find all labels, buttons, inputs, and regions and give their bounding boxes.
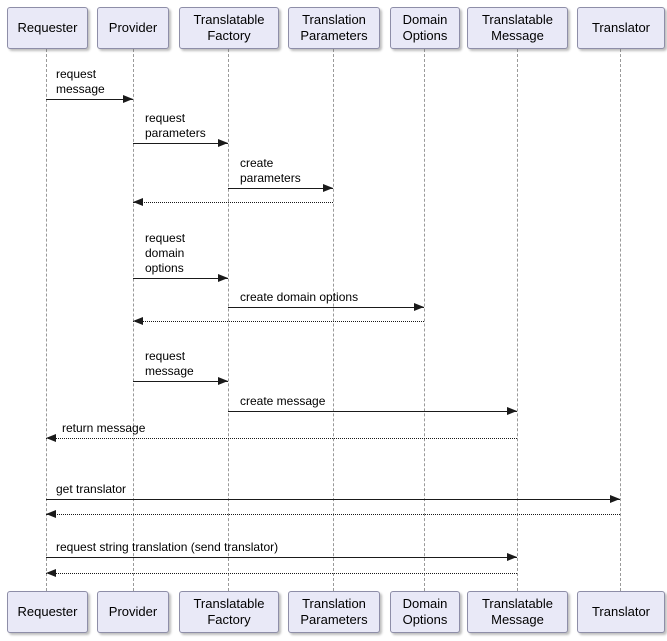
arrowhead-right-icon (507, 553, 517, 561)
message-line (46, 573, 517, 574)
message-label: request domain options (145, 231, 186, 275)
message-line (133, 381, 228, 382)
participant-bottom-domain-options: Domain Options (390, 591, 460, 633)
arrowhead-left-icon (133, 317, 143, 325)
arrowhead-left-icon (133, 198, 143, 206)
participant-label: Translatable Message (481, 12, 554, 43)
participant-label: Translatable Factory (193, 12, 265, 43)
participant-label: Translation Parameters (300, 12, 368, 43)
participant-bottom-translatable-factory: Translatable Factory (179, 591, 279, 633)
participant-top-translatable-message: Translatable Message (467, 7, 568, 49)
message-line (46, 99, 133, 100)
message-label: request message (145, 349, 194, 378)
arrowhead-right-icon (218, 274, 228, 282)
arrowhead-right-icon (610, 495, 620, 503)
participant-top-translation-parameters: Translation Parameters (288, 7, 380, 49)
participant-top-domain-options: Domain Options (390, 7, 460, 49)
participant-label: Translation Parameters (300, 596, 368, 627)
participant-top-translatable-factory: Translatable Factory (179, 7, 279, 49)
message-line (133, 143, 228, 144)
arrowhead-right-icon (507, 407, 517, 415)
participant-bottom-provider: Provider (97, 591, 169, 633)
lifeline-translation-parameters (333, 49, 334, 591)
arrowhead-right-icon (218, 139, 228, 147)
lifeline-translatable-factory (228, 49, 229, 591)
message-label: get translator (56, 482, 127, 496)
participant-top-requester: Requester (7, 7, 88, 49)
message-line (133, 278, 228, 279)
message-line (46, 499, 620, 500)
participant-label: Requester (17, 604, 78, 619)
message-line (133, 202, 333, 203)
participant-bottom-translatable-message: Translatable Message (467, 591, 568, 633)
participant-bottom-translator: Translator (577, 591, 665, 633)
message-line (228, 188, 333, 189)
arrowhead-left-icon (46, 569, 56, 577)
arrowhead-left-icon (46, 510, 56, 518)
message-label: request string translation (send transla… (56, 540, 279, 554)
participant-label: Translatable Factory (193, 596, 265, 627)
participant-label: Requester (17, 20, 78, 35)
message-line (133, 321, 424, 322)
message-label: create domain options (240, 290, 359, 304)
message-label: create parameters (240, 156, 301, 185)
participant-label: Provider (108, 604, 158, 619)
lifeline-requester (46, 49, 47, 591)
participant-label: Translator (591, 20, 651, 35)
participant-label: Translator (591, 604, 651, 619)
message-line (46, 438, 517, 439)
participant-top-provider: Provider (97, 7, 169, 49)
participant-bottom-translation-parameters: Translation Parameters (288, 591, 380, 633)
lifeline-translator (620, 49, 621, 591)
lifeline-translatable-message (517, 49, 518, 591)
arrowhead-right-icon (123, 95, 133, 103)
participant-top-translator: Translator (577, 7, 665, 49)
message-label: return message (62, 421, 146, 435)
message-label: request parameters (145, 111, 206, 140)
message-line (46, 557, 517, 558)
participant-bottom-requester: Requester (7, 591, 88, 633)
participant-label: Provider (108, 20, 158, 35)
message-line (228, 307, 424, 308)
arrowhead-right-icon (218, 377, 228, 385)
participant-label: Translatable Message (481, 596, 554, 627)
message-label: create message (240, 394, 326, 408)
message-line (46, 514, 620, 515)
message-line (228, 411, 517, 412)
participant-label: Domain Options (402, 12, 448, 43)
lifeline-domain-options (424, 49, 425, 591)
message-label: request message (56, 67, 105, 96)
arrowhead-right-icon (414, 303, 424, 311)
arrowhead-left-icon (46, 434, 56, 442)
participant-label: Domain Options (402, 596, 448, 627)
arrowhead-right-icon (323, 184, 333, 192)
